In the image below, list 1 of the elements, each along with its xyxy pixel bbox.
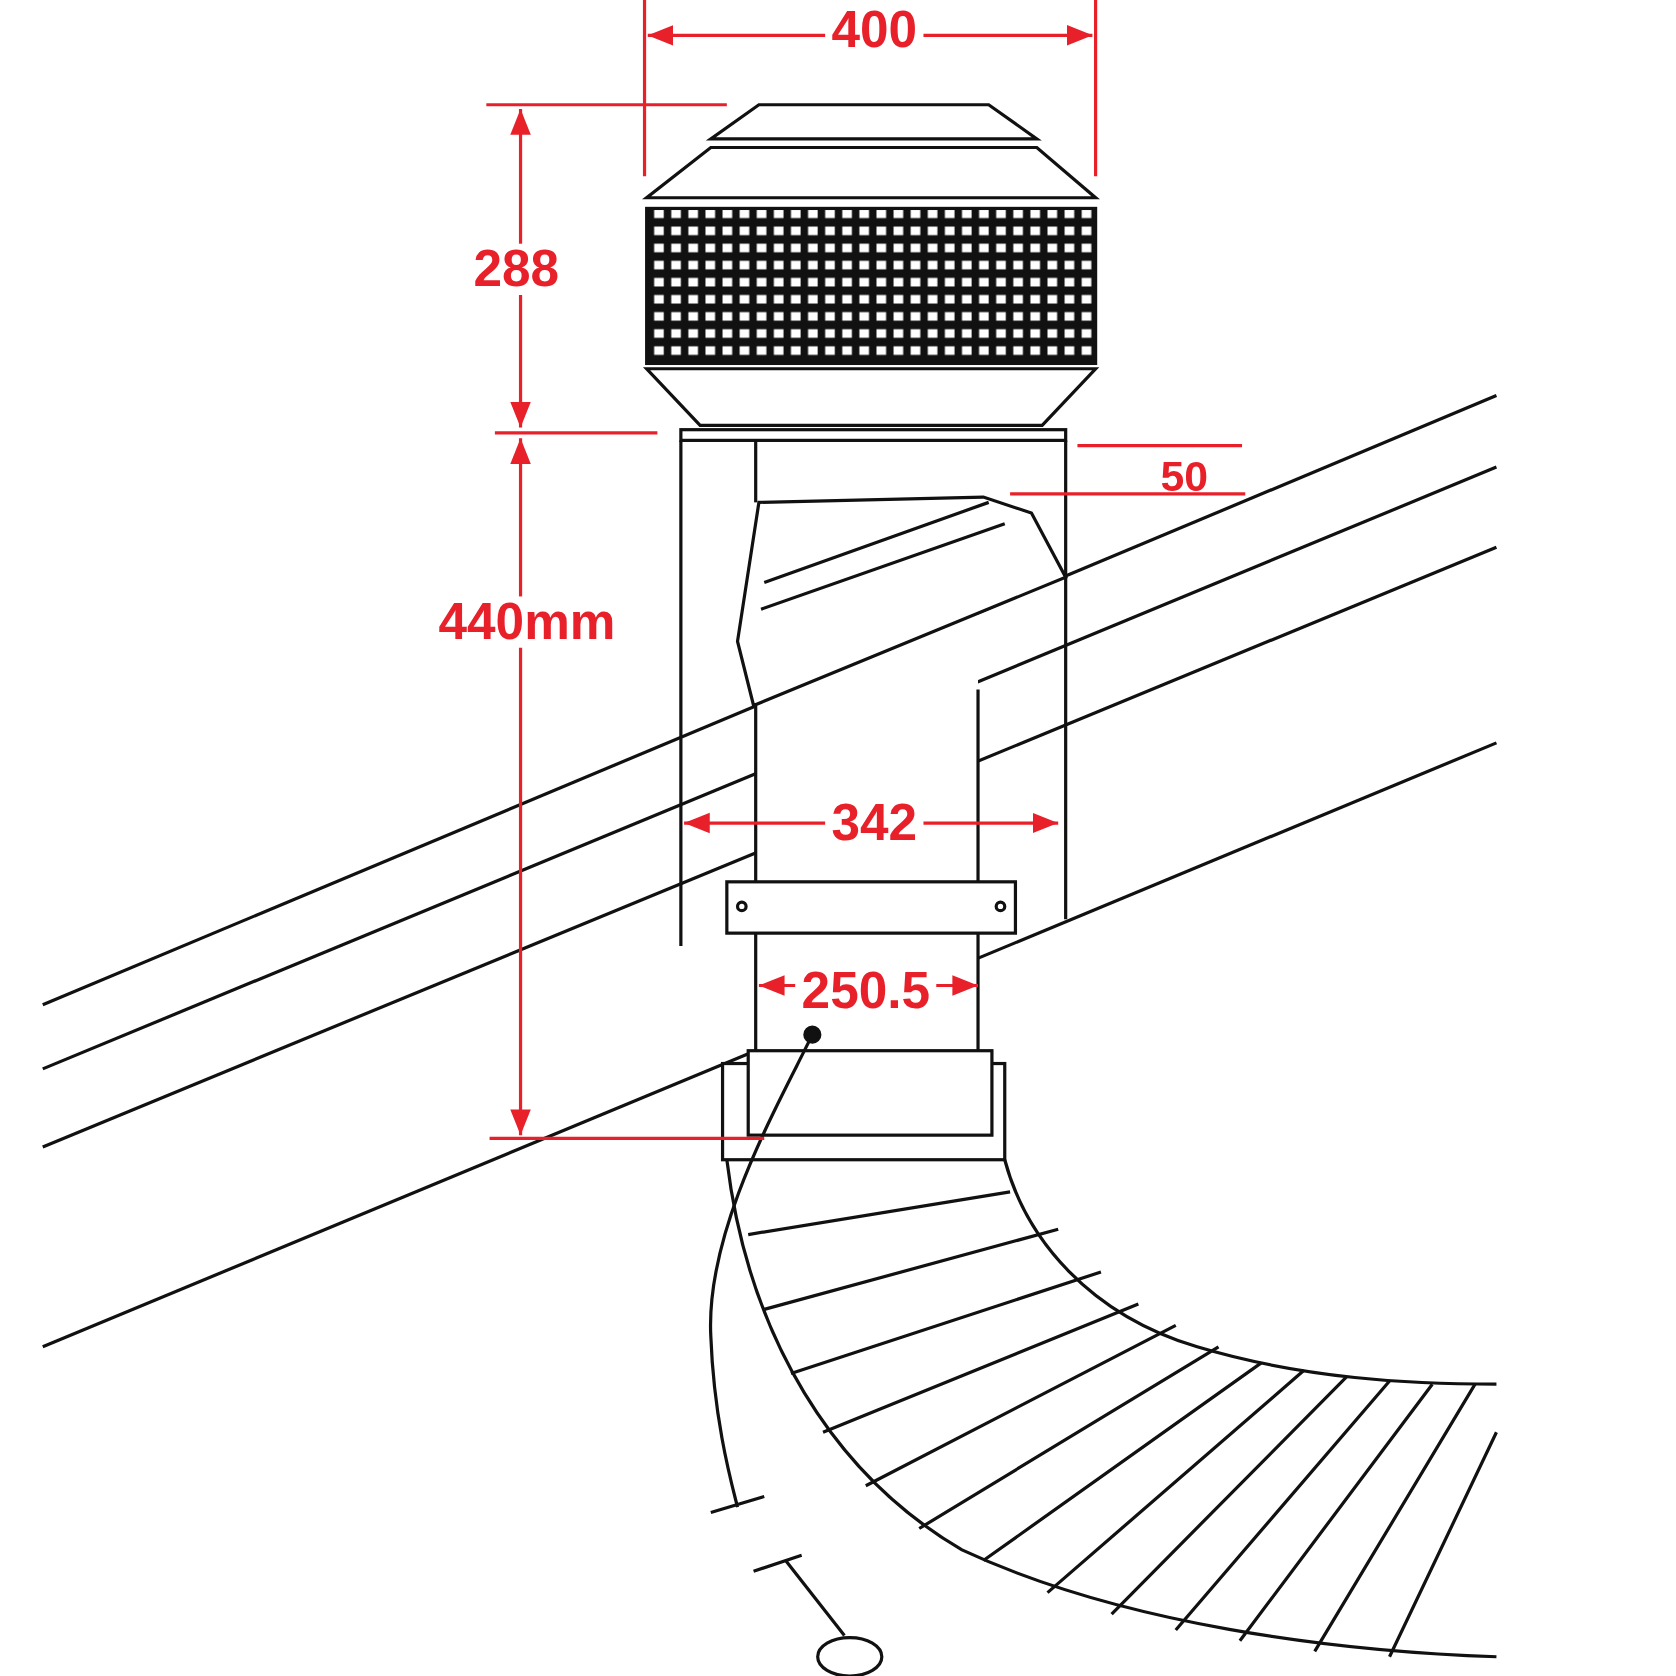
dimension-label: 50: [1159, 454, 1210, 498]
